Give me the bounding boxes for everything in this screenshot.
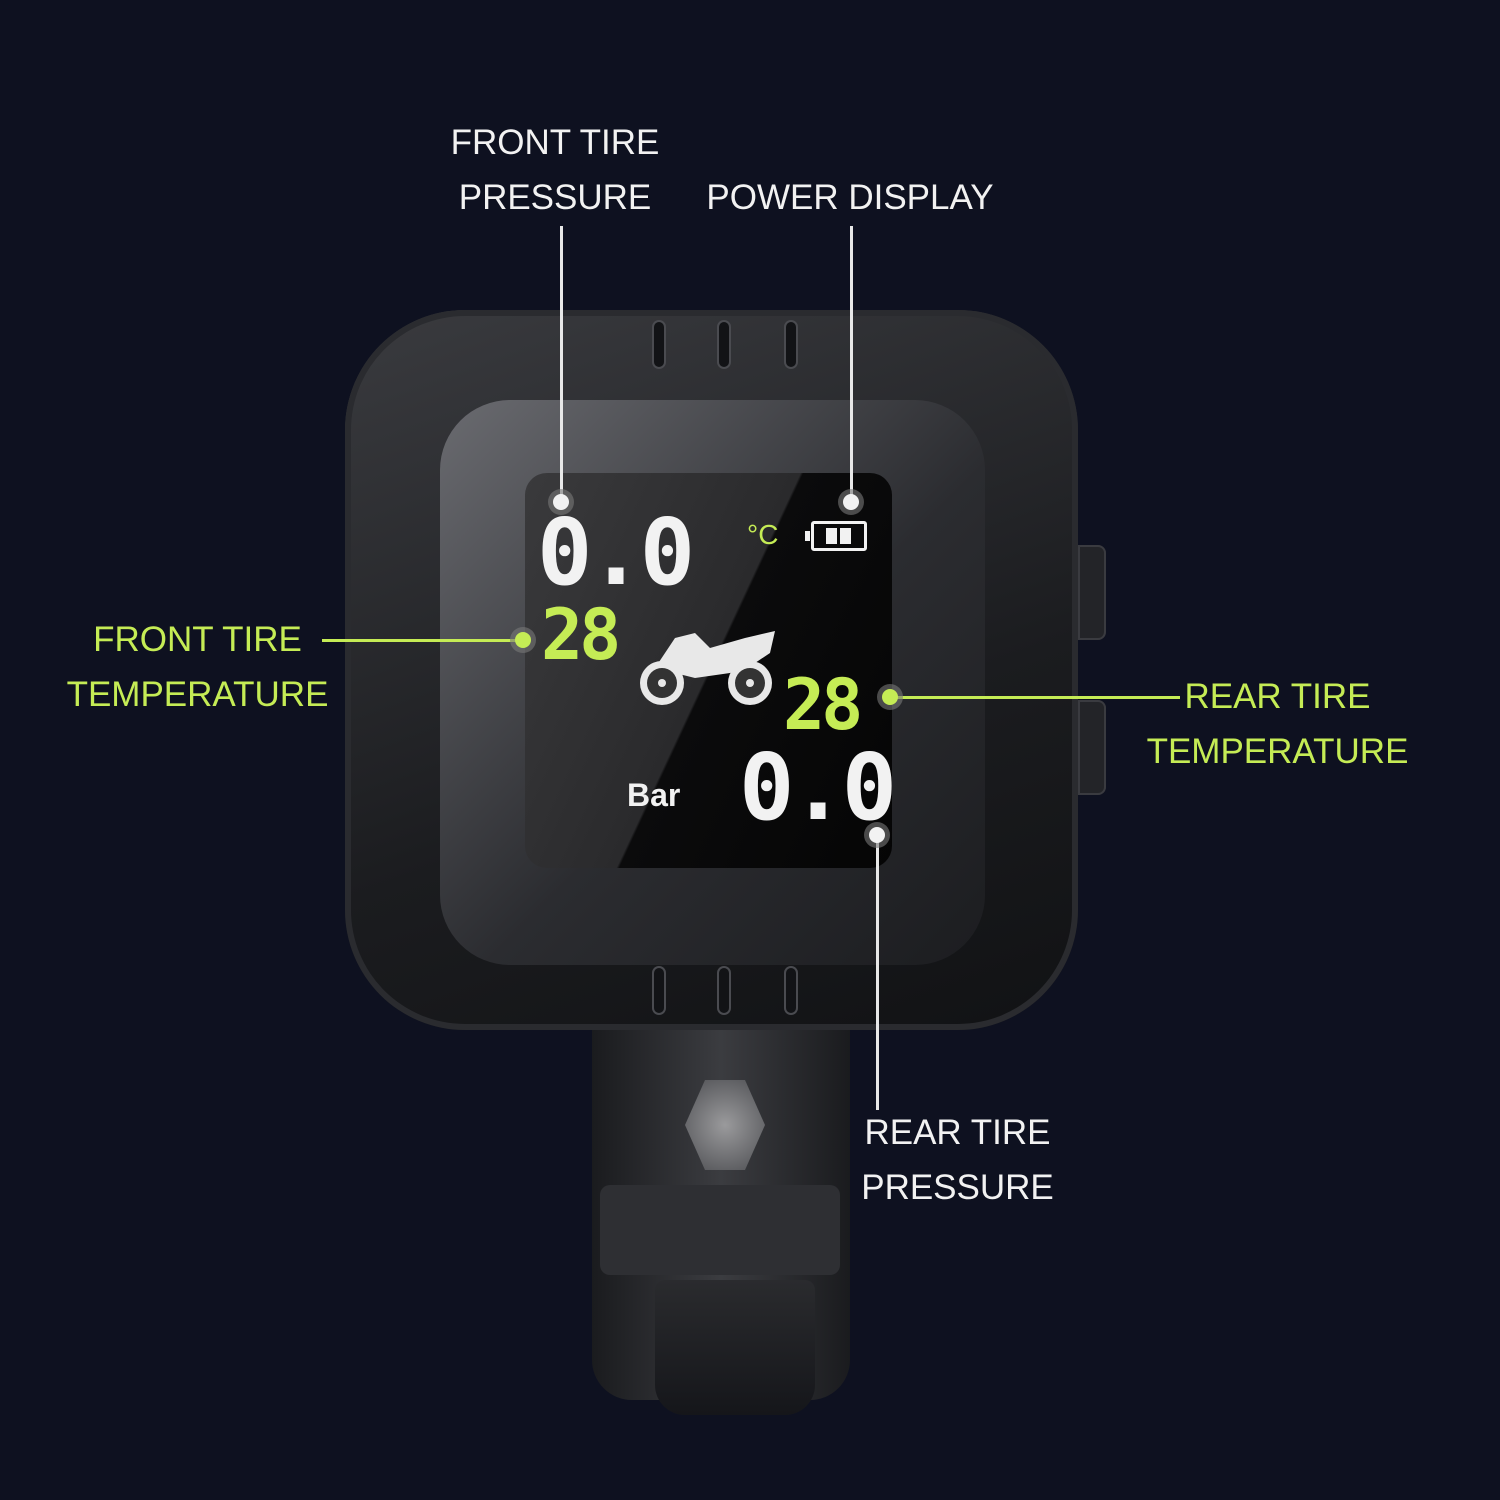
callout-dot	[553, 494, 569, 510]
front-pressure-readout: 0.0	[537, 499, 695, 606]
callout-text: PRESSURE	[861, 1168, 1054, 1207]
callout-text: REAR TIRE	[1184, 677, 1371, 716]
grip-rib	[786, 322, 796, 367]
leader-line	[560, 226, 563, 501]
callout-text: TEMPERATURE	[66, 675, 329, 714]
rear-pressure-readout: 0.0	[739, 734, 892, 841]
callout-rear-tire-pressure: REAR TIRE PRESSURE	[845, 1105, 1070, 1215]
side-button-lower[interactable]	[1078, 700, 1106, 795]
callout-text: FRONT TIRE	[450, 123, 660, 162]
callout-dot	[882, 689, 898, 705]
pressure-unit-label: Bar	[627, 777, 681, 813]
lcd-screen: 0.0 28 °C 28 Bar 0.0	[525, 473, 892, 868]
leader-line	[876, 835, 879, 1110]
leader-line	[890, 696, 1180, 699]
callout-front-tire-temperature: FRONT TIRE TEMPERATURE	[55, 612, 340, 722]
rear-temperature-readout: 28	[783, 664, 863, 746]
callout-power-display: POWER DISPLAY	[706, 178, 994, 217]
side-button-upper[interactable]	[1078, 545, 1106, 640]
leader-line	[850, 226, 853, 501]
mount-foot	[655, 1280, 815, 1415]
battery-icon	[805, 521, 867, 551]
callout-dot	[515, 632, 531, 648]
leader-line	[322, 639, 522, 642]
callout-text: FRONT TIRE	[93, 620, 302, 659]
temp-unit-label: °C	[747, 519, 779, 550]
callout-text: TEMPERATURE	[1146, 732, 1409, 771]
callout-front-tire-pressure: FRONT TIRE PRESSURE	[430, 115, 680, 225]
grip-rib	[654, 322, 664, 367]
grip-rib	[719, 322, 729, 367]
callout-text: REAR TIRE	[864, 1113, 1051, 1152]
grip-rib	[719, 968, 729, 1013]
grip-rib	[786, 968, 796, 1013]
mount-clamp	[600, 1185, 840, 1275]
callout-dot	[869, 827, 885, 843]
motorcycle-icon	[640, 631, 775, 705]
callout-dot	[843, 494, 859, 510]
callout-rear-tire-temperature: REAR TIRE TEMPERATURE	[1135, 669, 1420, 779]
front-temperature-readout: 28	[541, 594, 621, 676]
callout-text: PRESSURE	[458, 178, 652, 217]
grip-rib	[654, 968, 664, 1013]
